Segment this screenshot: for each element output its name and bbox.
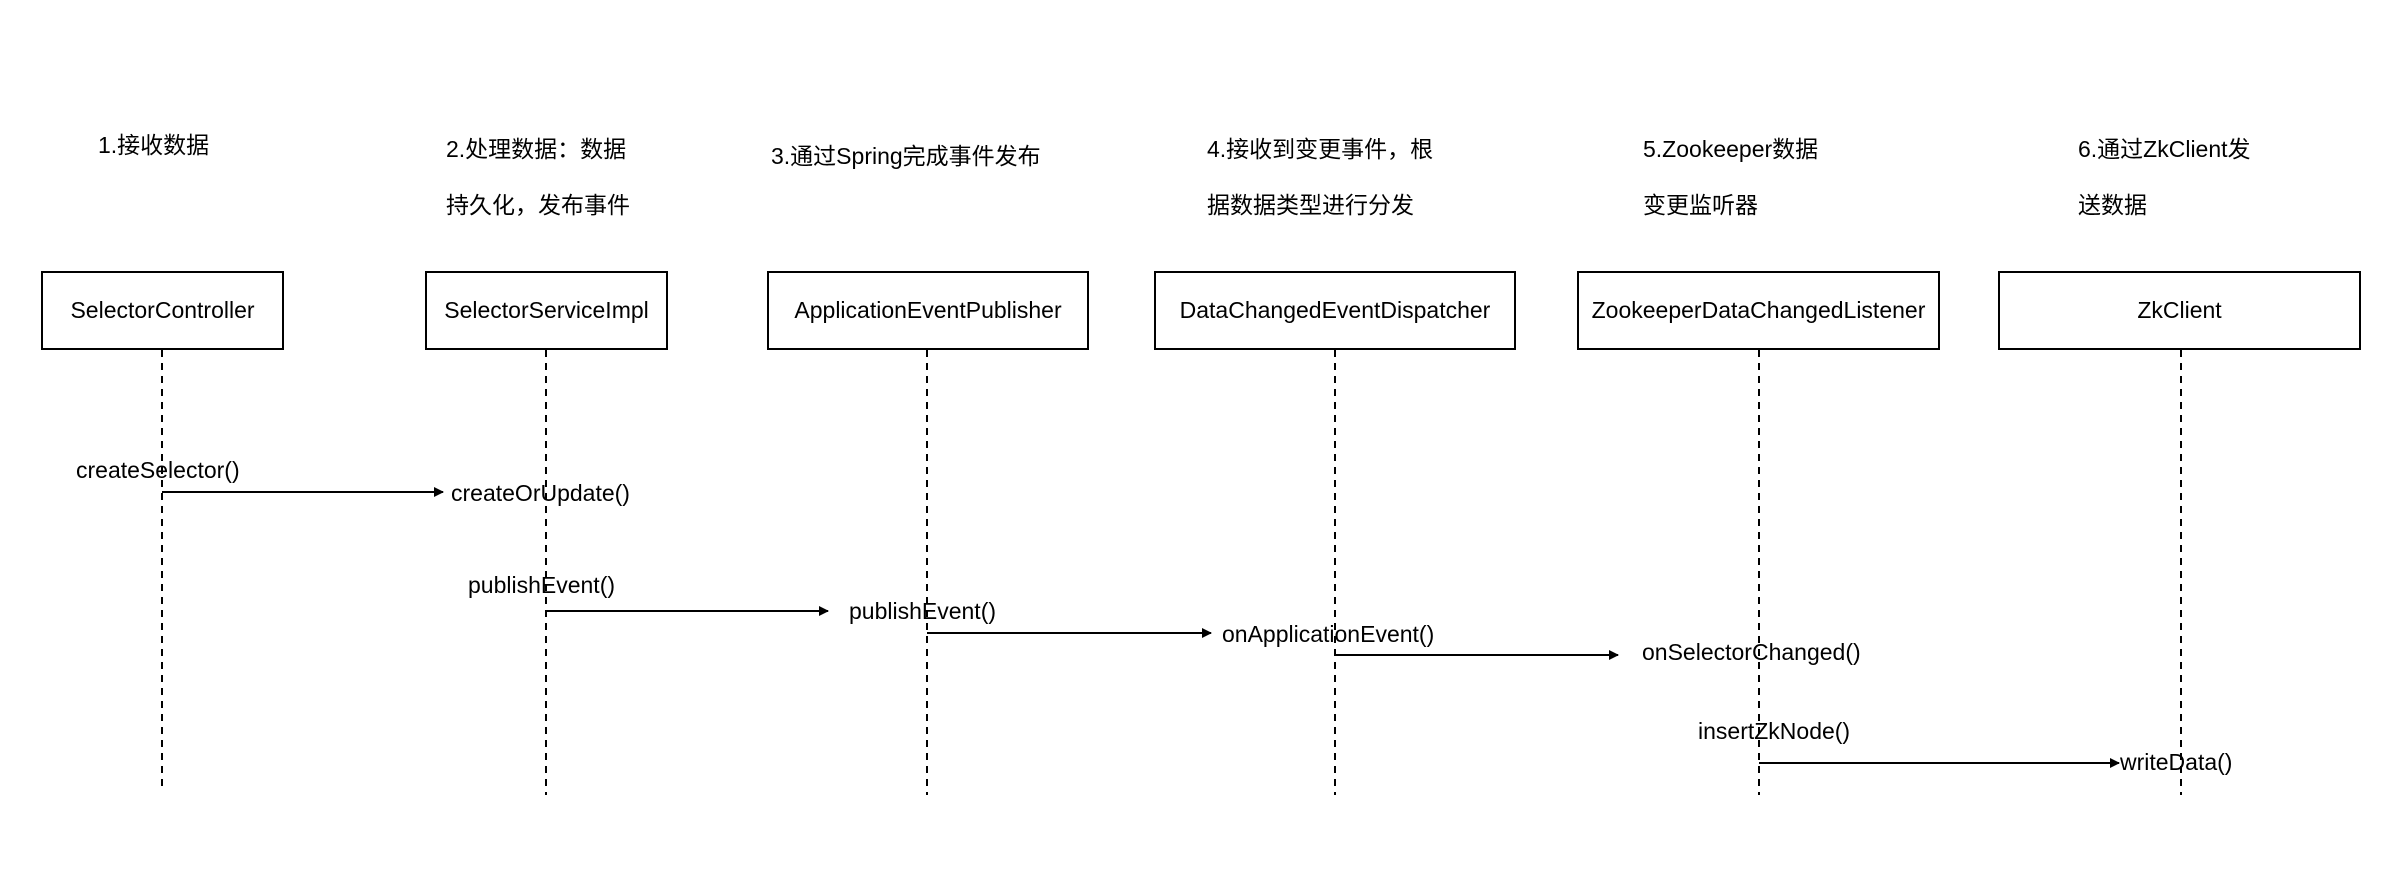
step-5-line1: 5.Zookeeper数据 <box>1643 136 1819 162</box>
participant-selector-service-impl: SelectorServiceImpl <box>425 271 668 350</box>
step-5-label: 5.Zookeeper数据 变更监听器 <box>1643 121 1818 233</box>
msg-create-or-update: createOrUpdate() <box>451 480 630 506</box>
step-6-label: 6.通过ZkClient发 送数据 <box>2078 121 2251 233</box>
step-3-label: 3.通过Spring完成事件发布 <box>771 128 1041 184</box>
participant-data-changed-event-dispatcher: DataChangedEventDispatcher <box>1154 271 1516 350</box>
step-1-line1: 1.接收数据 <box>98 132 210 158</box>
step-4-label: 4.接收到变更事件，根 据数据类型进行分发 <box>1207 121 1433 233</box>
step-4-line2: 据数据类型进行分发 <box>1207 192 1414 218</box>
step-5-line2: 变更监听器 <box>1643 192 1758 218</box>
participant-label: ZookeeperDataChangedListener <box>1591 297 1926 323</box>
participant-selector-controller: SelectorController <box>41 271 284 350</box>
msg-publish-event-call: publishEvent() <box>468 572 616 598</box>
step-3-line1: 3.通过Spring完成事件发布 <box>771 143 1041 169</box>
participant-label: ZkClient <box>2137 297 2222 323</box>
msg-create-selector: createSelector() <box>76 457 240 483</box>
participant-zookeeper-data-changed-listener: ZookeeperDataChangedListener <box>1577 271 1940 350</box>
step-1-label: 1.接收数据 <box>98 117 209 173</box>
msg-on-selector-changed: onSelectorChanged() <box>1642 639 1861 665</box>
step-4-line1: 4.接收到变更事件，根 <box>1207 136 1434 162</box>
msg-publish-event-receive: publishEvent() <box>849 598 997 624</box>
step-2-line2: 持久化，发布事件 <box>446 192 630 218</box>
step-6-line2: 送数据 <box>2078 192 2147 218</box>
participant-application-event-publisher: ApplicationEventPublisher <box>767 271 1089 350</box>
step-2-line1: 2.处理数据：数据 <box>446 136 627 162</box>
participant-label: ApplicationEventPublisher <box>794 297 1062 323</box>
participant-label: DataChangedEventDispatcher <box>1179 297 1491 323</box>
participant-label: SelectorServiceImpl <box>444 297 649 323</box>
step-6-line1: 6.通过ZkClient发 <box>2078 136 2251 162</box>
msg-on-application-event: onApplicationEvent() <box>1222 621 1435 647</box>
msg-write-data: writeData() <box>2120 749 2233 775</box>
participant-label: SelectorController <box>70 297 255 323</box>
msg-insert-zk-node: insertZkNode() <box>1698 718 1851 744</box>
participant-zkclient: ZkClient <box>1998 271 2361 350</box>
step-2-label: 2.处理数据：数据 持久化，发布事件 <box>446 121 630 233</box>
